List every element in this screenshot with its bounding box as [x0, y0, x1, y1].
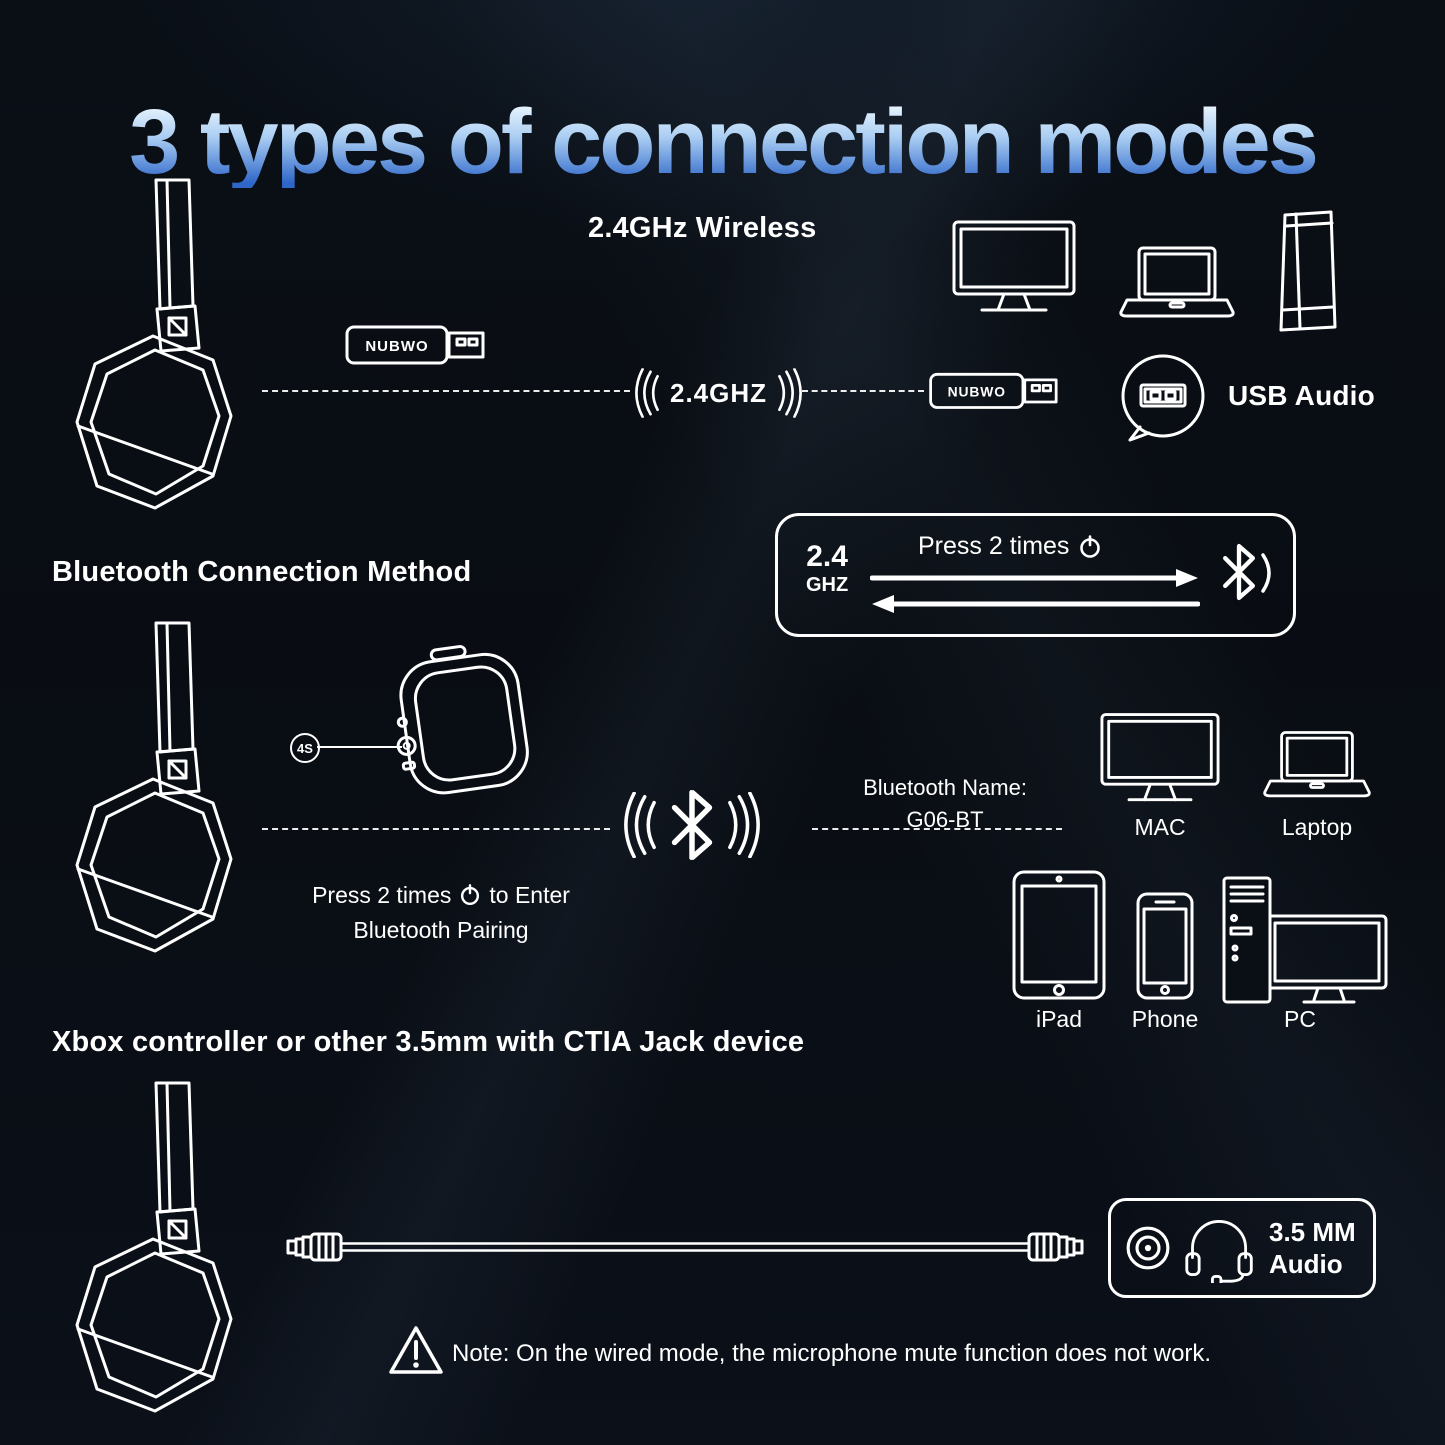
connection-line — [262, 828, 610, 830]
pairing-mode-label: Bluetooth Pairing — [353, 916, 529, 943]
warning-icon — [389, 1326, 443, 1374]
power-button-marker: 4S — [290, 733, 320, 763]
ipad-icon — [1012, 870, 1106, 1000]
connection-line — [262, 390, 630, 392]
bluetooth-icon — [668, 790, 716, 860]
wireless-signal: 2.4GHZ — [632, 366, 805, 420]
earcup-controls-icon — [396, 645, 529, 795]
bluetooth-name-block: Bluetooth Name: G06-BT — [845, 772, 1045, 836]
bluetooth-name-value: G06-BT — [906, 806, 984, 832]
pc-icon — [1222, 876, 1388, 1004]
phone-label: Phone — [1131, 1006, 1199, 1032]
signal-waves-left-icon — [620, 782, 660, 868]
phone-icon — [1136, 892, 1194, 1000]
wired-mode-note: Note: On the wired mode, the microphone … — [452, 1340, 1212, 1367]
wired-heading: Xbox controller or other 3.5mm with CTIA… — [52, 1026, 805, 1058]
signal-waves-right-icon — [775, 366, 805, 420]
aux-audio-line2: Audio — [1269, 1249, 1343, 1279]
pc-label: PC — [1284, 1006, 1316, 1032]
pairing-instruction: Press 2 times to Enter Bluetooth Pairing — [296, 878, 586, 947]
frequency-label: 2.4 GHZ — [806, 540, 848, 596]
laptop-icon — [1118, 246, 1236, 324]
frequency-value: 2.4 — [806, 540, 848, 573]
wireless-heading: 2.4GHz Wireless — [588, 212, 817, 244]
pairing-enter-label: to Enter — [489, 882, 570, 908]
ipad-label: iPad — [1035, 1006, 1083, 1032]
headset-icon — [60, 175, 270, 530]
usb-port-icon — [1121, 354, 1205, 442]
page-title: 3 types of connection modes — [0, 96, 1445, 188]
press-2-times-label: Press 2 times — [918, 532, 1103, 561]
headset-icon — [60, 618, 270, 973]
aux-audio-line1: 3.5 MM — [1269, 1216, 1356, 1247]
laptop-icon — [1262, 730, 1372, 804]
aux-cable-icon — [286, 1232, 1084, 1262]
mode-switch-box: 2.4 GHZ Press 2 times — [775, 513, 1296, 637]
headset-mic-icon — [1185, 1220, 1253, 1283]
marker-pointer-line — [317, 746, 402, 748]
power-icon — [1077, 534, 1103, 560]
pairing-press-label: Press 2 times — [312, 882, 452, 908]
jack-port-icon — [1126, 1226, 1170, 1270]
mode-switch-arrows-icon — [870, 569, 1200, 613]
power-icon — [458, 883, 482, 907]
headset-icon — [60, 1078, 270, 1433]
mac-monitor-icon — [1100, 712, 1220, 810]
frequency-unit: GHZ — [806, 573, 849, 596]
bluetooth-heading: Bluetooth Connection Method — [52, 556, 472, 588]
bluetooth-icon — [1216, 538, 1271, 608]
aux-audio-box: 3.5 MM Audio — [1108, 1198, 1376, 1298]
bluetooth-signal — [620, 782, 764, 868]
signal-frequency-label: 2.4GHZ — [670, 377, 768, 408]
aux-audio-label: 3.5 MM Audio — [1269, 1216, 1356, 1281]
game-console-icon — [1279, 210, 1337, 332]
connection-line — [802, 390, 924, 392]
laptop-label: Laptop — [1281, 814, 1353, 840]
usb-dongle-icon — [928, 366, 1068, 414]
press-label-text: Press 2 times — [918, 532, 1070, 560]
mac-label: MAC — [1134, 814, 1186, 840]
signal-waves-left-icon — [632, 366, 662, 420]
usb-dongle-icon — [345, 318, 495, 370]
bluetooth-name-label: Bluetooth Name: — [863, 775, 1027, 800]
monitor-icon — [952, 220, 1076, 320]
signal-waves-right-icon — [724, 782, 764, 868]
connection-line — [812, 828, 1062, 830]
usb-audio-label: USB Audio — [1228, 380, 1375, 411]
